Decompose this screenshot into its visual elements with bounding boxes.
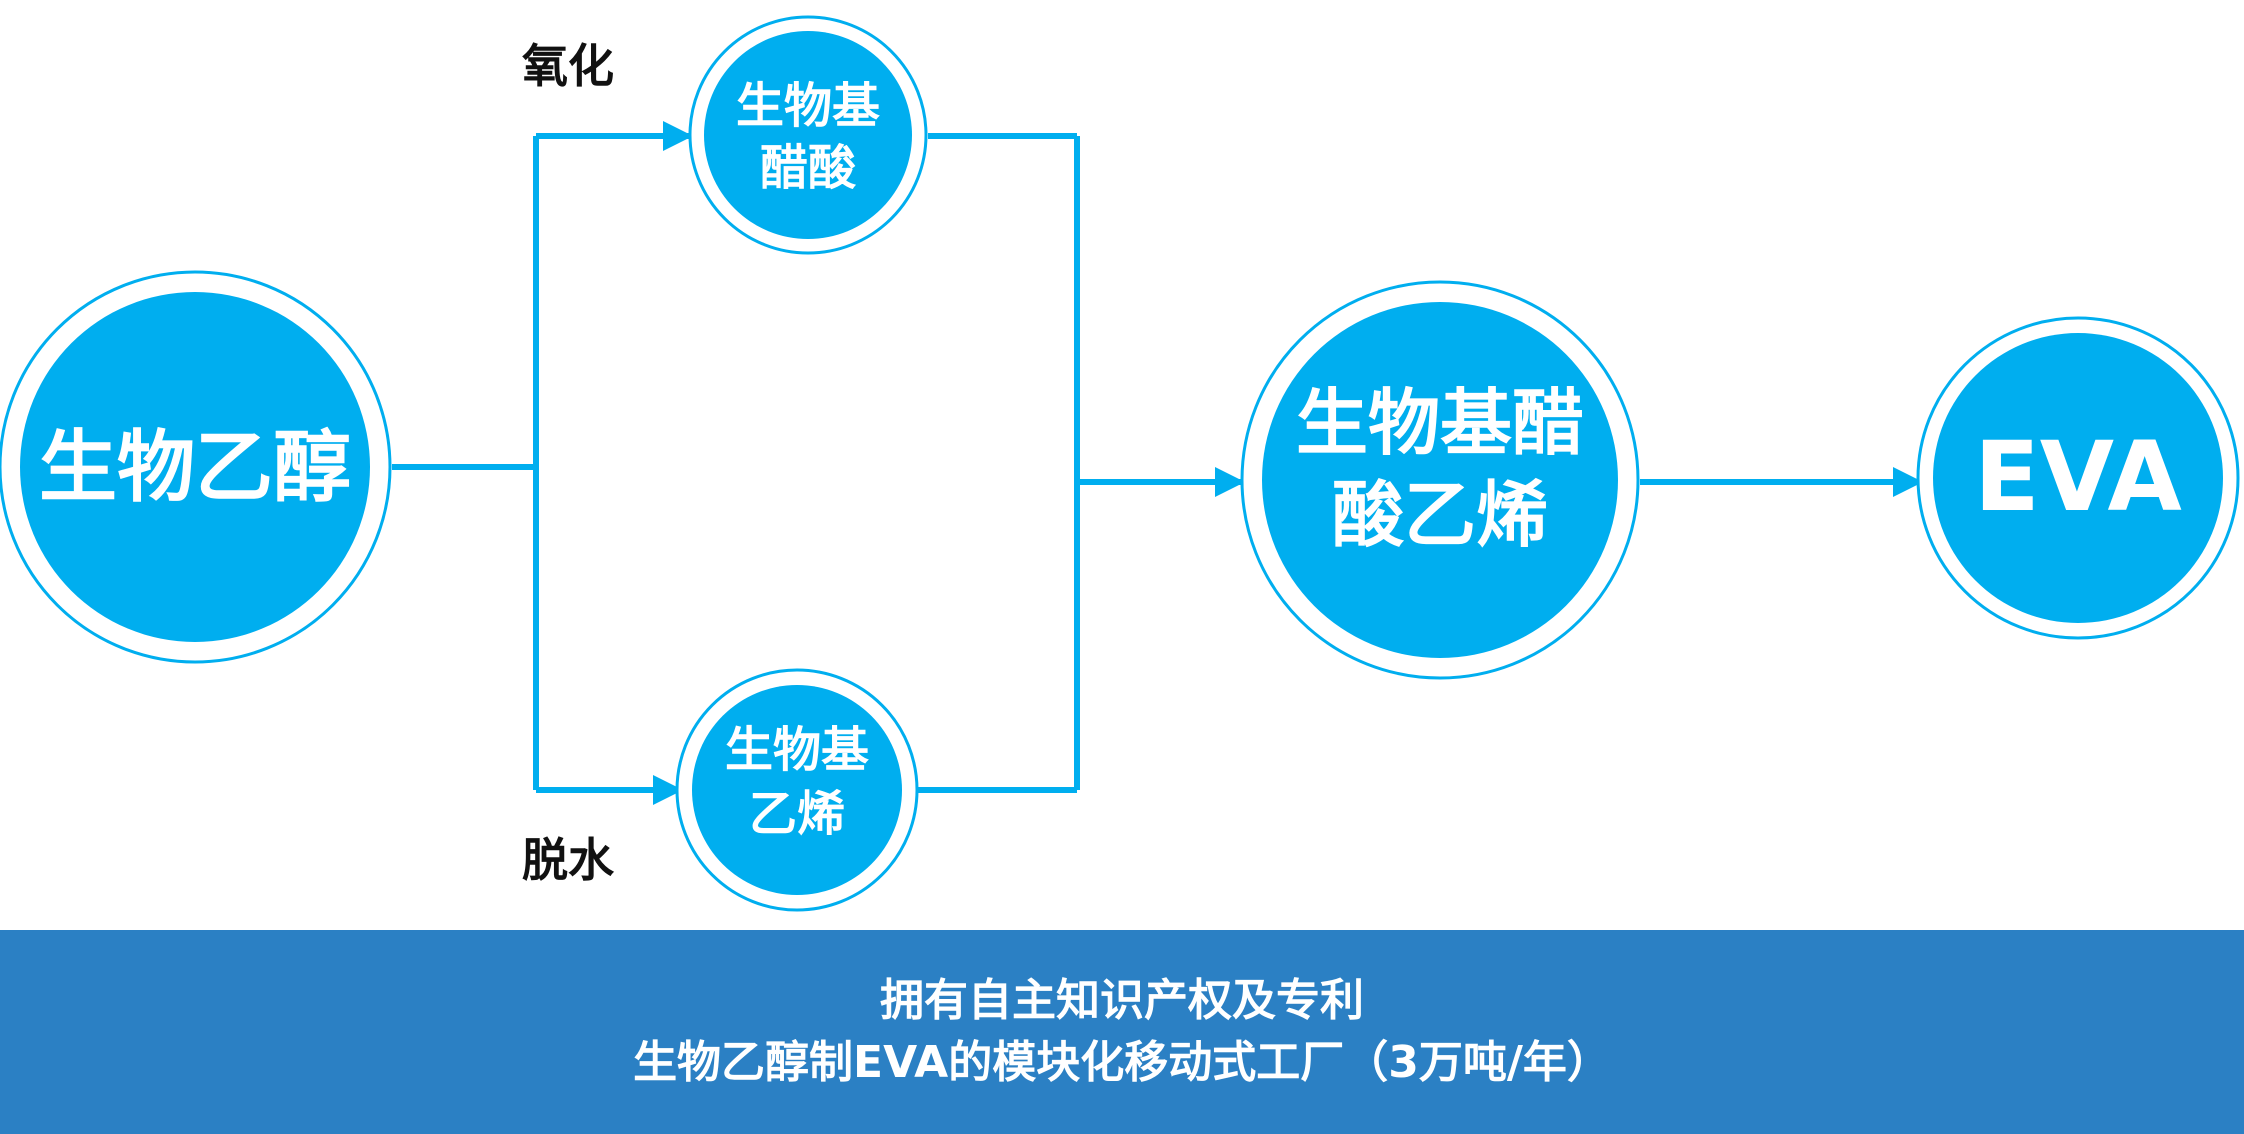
node-label-line-1: 生物基醋: [1296, 381, 1584, 465]
node-label-line-1: 生物基: [725, 722, 869, 778]
banner-line-2: 生物乙醇制EVA的模块化移动式工厂（3万吨/年）: [633, 1037, 1611, 1088]
node-label: EVA: [1974, 421, 2182, 533]
bottom-banner: 拥有自主知识产权及专利 生物乙醇制EVA的模块化移动式工厂（3万吨/年）: [0, 930, 2244, 1134]
node-disc: [704, 31, 912, 239]
node-bio-acetic-acid: 生物基 醋酸: [688, 15, 928, 255]
node-label-line-1: 生物基: [736, 78, 880, 134]
node-bio-ethylene: 生物基 乙烯: [675, 668, 919, 912]
dehydration-label: 脱水: [522, 833, 615, 887]
node-disc: [1262, 302, 1618, 658]
node-bio-vinyl-acetate: 生物基醋 酸乙烯: [1240, 280, 1640, 680]
node-label-line-2: 醋酸: [760, 140, 857, 196]
node-disc: [1933, 333, 2223, 623]
node-label: 生物乙醇: [39, 423, 351, 513]
process-flow-diagram: 氧化 脱水 生物乙醇 生物基 醋酸 生物基 乙烯 生物基醋 酸乙烯 EVA: [0, 15, 2240, 912]
node-disc: [692, 685, 902, 895]
node-bio-ethanol: 生物乙醇: [0, 270, 392, 664]
node-eva: EVA: [1916, 316, 2240, 640]
oxidation-label: 氧化: [522, 39, 614, 93]
node-label-line-2: 乙烯: [749, 786, 845, 842]
node-disc: [20, 292, 370, 642]
node-label-line-2: 酸乙烯: [1332, 473, 1548, 557]
banner-line-1: 拥有自主知识产权及专利: [880, 975, 1364, 1026]
connectors: [392, 121, 1923, 805]
